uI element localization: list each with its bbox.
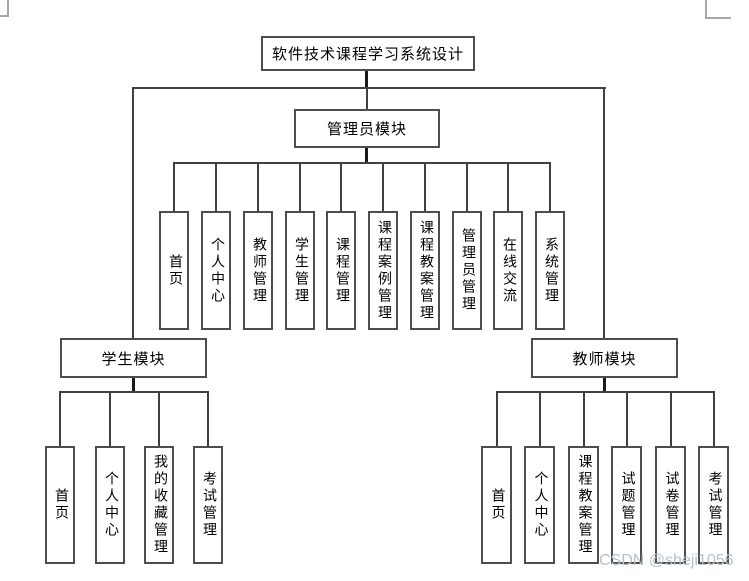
connector — [496, 392, 498, 446]
node-label: 管理员管理 — [460, 228, 475, 313]
connector — [132, 88, 134, 338]
node-admin-child-student-mgmt: 学生管理 — [285, 211, 315, 330]
node-teacher-module-label: 教师模块 — [572, 351, 637, 368]
connector — [109, 392, 111, 446]
node-student-child-favorites-mgmt: 我的收藏管理 — [144, 446, 174, 564]
node-label: 个人中心 — [532, 471, 548, 539]
node-student-child-home: 首页 — [45, 446, 75, 564]
connector — [173, 162, 551, 164]
node-label: 课程教案管理 — [576, 454, 592, 556]
connector — [257, 163, 259, 211]
node-teacher-module: 教师模块 — [531, 338, 678, 378]
node-admin-child-course-case-mgmt: 课程案例管理 — [368, 211, 398, 330]
node-teacher-child-exam-mgmt: 考试管理 — [698, 446, 729, 564]
node-teacher-child-home: 首页 — [481, 446, 512, 564]
connector — [603, 378, 606, 392]
connector — [366, 88, 368, 109]
node-label: 试题管理 — [619, 471, 635, 539]
node-root-label: 软件技术课程学习系统设计 — [271, 47, 464, 63]
node-label: 首页 — [53, 488, 68, 522]
node-label: 系统管理 — [543, 236, 558, 305]
node-student-child-exam-mgmt: 考试管理 — [193, 446, 223, 564]
node-admin-child-course-mgmt: 课程管理 — [326, 211, 356, 330]
connector — [626, 392, 628, 446]
node-label: 我的收藏管理 — [152, 454, 167, 556]
node-label: 首页 — [489, 488, 505, 522]
node-label: 教师管理 — [251, 236, 266, 305]
node-student-module: 学生模块 — [60, 338, 207, 378]
node-admin-module-label: 管理员模块 — [326, 122, 407, 138]
connector — [365, 71, 368, 88]
node-label: 首页 — [167, 253, 182, 288]
connector — [507, 163, 509, 211]
node-label: 考试管理 — [201, 471, 216, 539]
node-label: 试卷管理 — [663, 471, 679, 539]
node-root: 软件技术课程学习系统设计 — [261, 36, 475, 71]
connector — [215, 163, 217, 211]
connector — [299, 163, 301, 211]
connector — [340, 163, 342, 211]
connector — [603, 88, 605, 338]
connector — [670, 392, 672, 446]
node-admin-module: 管理员模块 — [294, 109, 440, 148]
connector — [132, 378, 135, 392]
page-corner-mark-top-left — [0, 15, 9, 17]
connector — [382, 163, 384, 211]
node-admin-child-online-chat: 在线交流 — [493, 211, 523, 330]
node-label: 在线交流 — [501, 236, 516, 305]
node-label: 课程案例管理 — [376, 219, 391, 322]
node-student-child-personal-center: 个人中心 — [95, 446, 125, 564]
node-admin-child-teacher-mgmt: 教师管理 — [243, 211, 273, 330]
node-teacher-child-question-mgmt: 试题管理 — [611, 446, 642, 564]
connector — [132, 87, 606, 89]
page-corner-mark-top-right — [705, 17, 731, 19]
connector — [539, 392, 541, 446]
csdn-watermark: CSDN @sheji1056 — [599, 552, 734, 569]
connector — [549, 163, 551, 211]
connector — [583, 392, 585, 446]
node-student-module-label: 学生模块 — [101, 351, 166, 368]
connector — [207, 392, 209, 446]
connector — [466, 163, 468, 211]
node-admin-child-system-mgmt: 系统管理 — [535, 211, 565, 330]
node-label: 课程教案管理 — [418, 219, 433, 322]
connector — [496, 391, 715, 393]
node-admin-child-home: 首页 — [159, 211, 189, 330]
node-teacher-child-paper-mgmt: 试卷管理 — [655, 446, 686, 564]
node-admin-child-course-plan-mgmt: 课程教案管理 — [410, 211, 440, 330]
connector — [59, 391, 209, 393]
connector — [365, 148, 368, 163]
node-label: 个人中心 — [209, 236, 224, 305]
connector — [158, 392, 160, 446]
node-admin-child-personal-center: 个人中心 — [201, 211, 231, 330]
node-admin-child-admin-mgmt: 管理员管理 — [452, 211, 482, 330]
node-label: 课程管理 — [334, 236, 349, 305]
node-label: 个人中心 — [103, 471, 118, 539]
node-teacher-child-course-plan-mgmt: 课程教案管理 — [568, 446, 599, 564]
node-label: 学生管理 — [293, 236, 308, 305]
connector — [424, 163, 426, 211]
connector — [59, 392, 61, 446]
page-corner-mark-top-right — [705, 0, 707, 18]
connector — [173, 163, 175, 211]
node-label: 考试管理 — [706, 471, 722, 539]
page-corner-mark-top-left — [7, 0, 9, 16]
connector — [713, 392, 715, 446]
node-teacher-child-personal-center: 个人中心 — [524, 446, 555, 564]
